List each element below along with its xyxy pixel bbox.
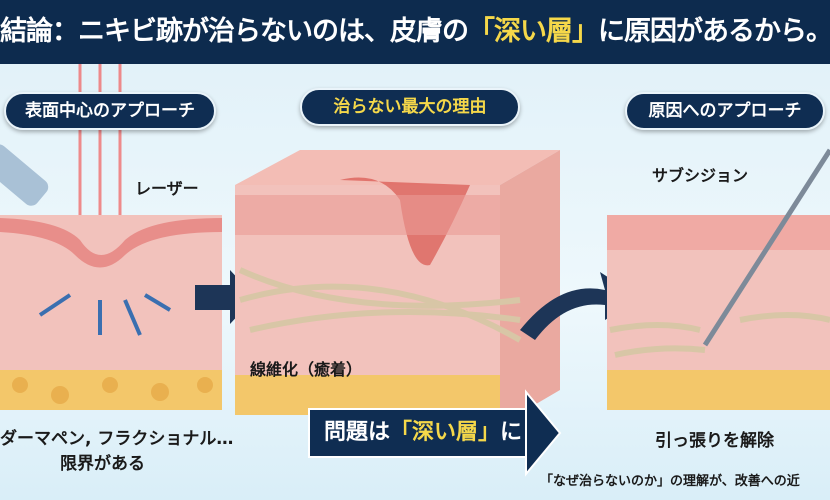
left-caption-line1: ダーマペン, フラクショナル… bbox=[0, 429, 234, 449]
derma-pen-icon bbox=[0, 144, 49, 206]
left-caption-line2: 限界がある bbox=[60, 454, 145, 474]
deep-layer-banner: 問題は「深い層」に bbox=[308, 408, 528, 458]
banner-highlight: 「深い層」 bbox=[390, 420, 501, 445]
footer-note: 「なぜ治らないのか」の理解が、改善への近 bbox=[540, 474, 800, 489]
center-skin-block bbox=[235, 150, 560, 425]
left-skin-section bbox=[0, 215, 222, 410]
pill-main-reason: 治らない最大の理由 bbox=[300, 88, 520, 126]
banner-suffix: に bbox=[500, 420, 523, 445]
laser-label: レーザー bbox=[135, 179, 199, 198]
fibrosis-label: 線維化（癒着） bbox=[250, 360, 363, 379]
right-skin-section bbox=[607, 148, 830, 410]
needle-icon bbox=[702, 148, 830, 347]
pill-cause-approach: 原因へのアプローチ bbox=[625, 92, 825, 130]
fibrosis-strands bbox=[238, 267, 522, 343]
title-bar: 結論：ニキビ跡が治らないのは、皮膚の「深い層」に原因があるから。 bbox=[0, 0, 830, 64]
down-arrows-icon bbox=[38, 293, 172, 336]
banner-prefix: 問題は bbox=[324, 420, 391, 445]
title-highlight: 「深い層」 bbox=[468, 16, 599, 47]
pill-surface-approach: 表面中心のアプローチ bbox=[4, 92, 216, 130]
subcision-label: サブシジョン bbox=[652, 166, 749, 185]
right-caption: 引っ張りを解除 bbox=[655, 431, 774, 451]
title-prefix: 結論：ニキビ跡が治らないのは、皮膚の bbox=[0, 16, 469, 47]
title-suffix: に原因があるから。 bbox=[598, 16, 830, 47]
